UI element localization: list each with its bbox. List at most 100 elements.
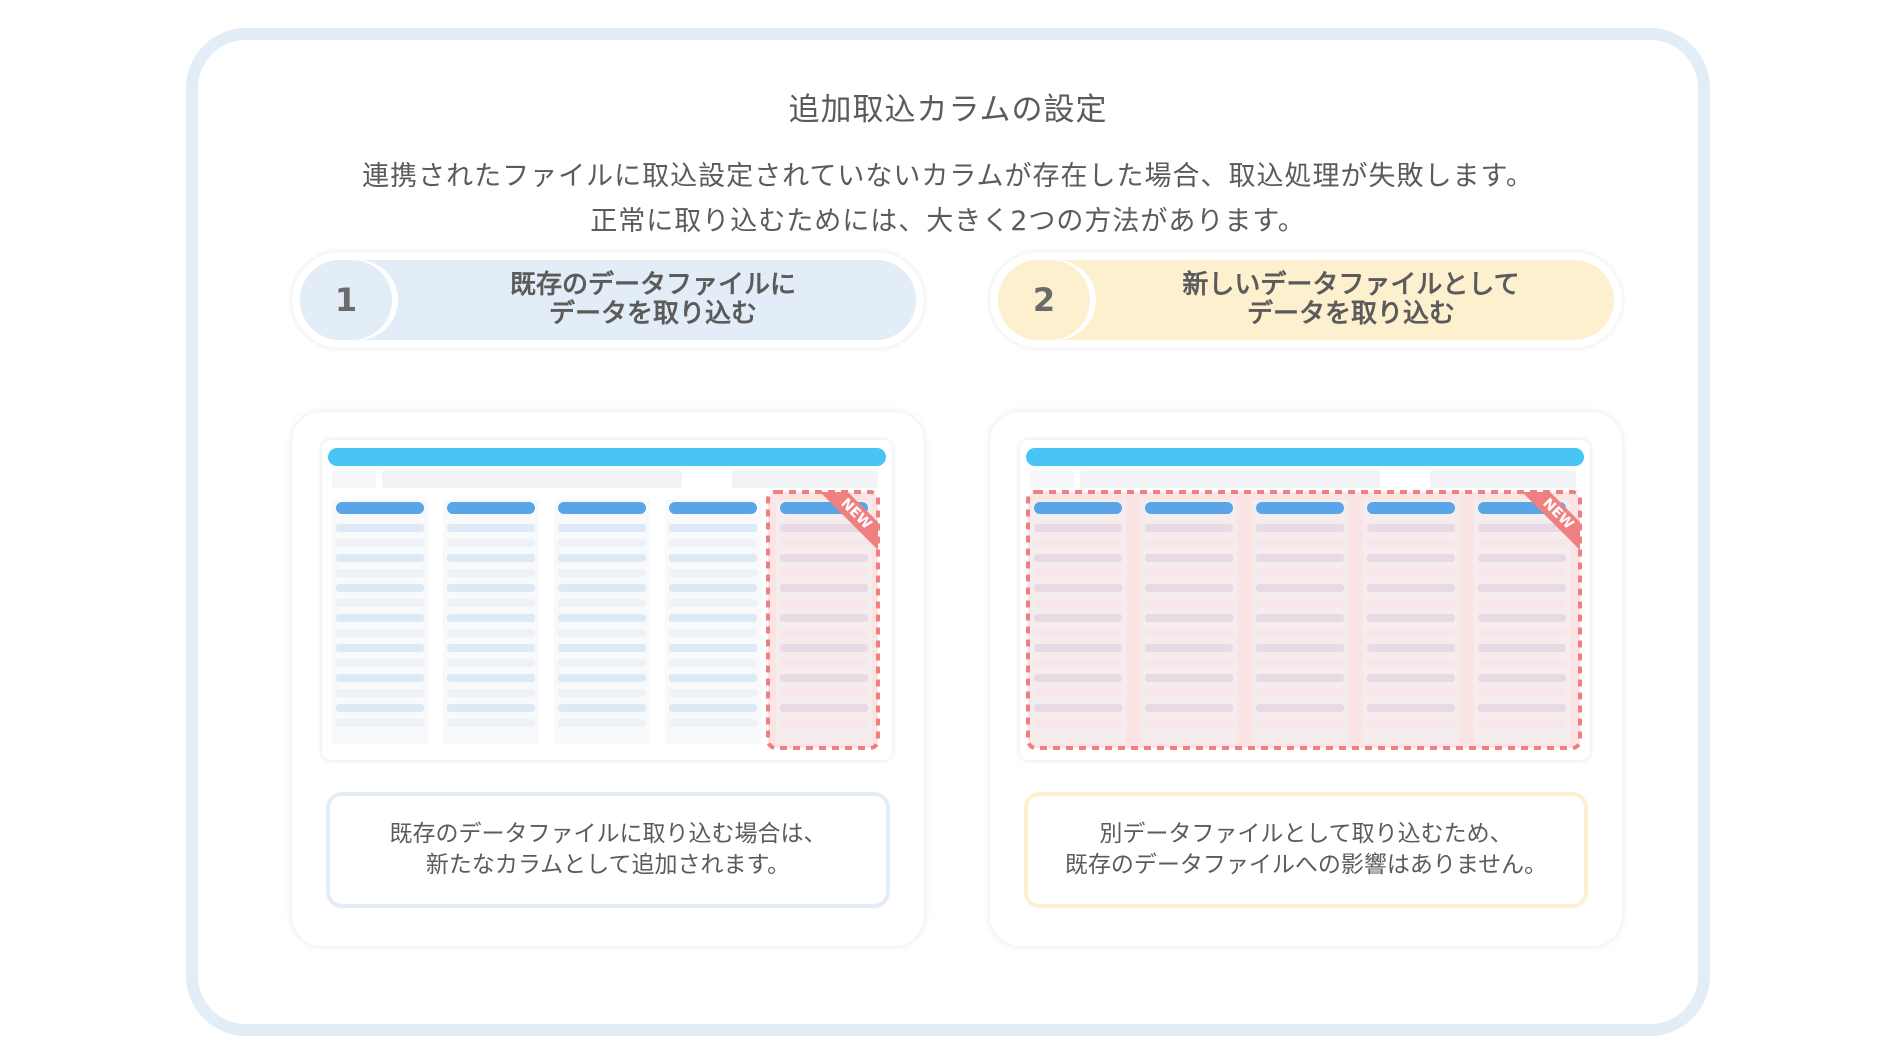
sheet-cell (1256, 659, 1344, 667)
sheet-cell (336, 569, 424, 577)
sheet-cell (336, 524, 424, 532)
option-1-spreadsheet-svg: NEW (328, 448, 886, 750)
sheet-cell (336, 644, 424, 652)
sheet-column-header (1256, 502, 1344, 514)
sheet-cell (336, 614, 424, 622)
sheet-cell (1145, 524, 1233, 532)
sheet-cell (1256, 719, 1344, 727)
sheet-cell (558, 674, 646, 682)
sheet-cell (1367, 689, 1455, 697)
sheet-cell (1256, 674, 1344, 682)
sheet-cell (1367, 659, 1455, 667)
sheet-cell (447, 524, 535, 532)
option-1-header: 1 既存のデータファイルに データを取り込む (292, 252, 924, 348)
sheet-cell (1478, 569, 1566, 577)
sheet-cell (1145, 689, 1233, 697)
sheet-cell (669, 719, 757, 727)
sheet-cell (1034, 524, 1122, 532)
sheet-cell (1034, 689, 1122, 697)
sheet-cell (1145, 629, 1233, 637)
sheet-cell (669, 629, 757, 637)
sheet-cell (447, 569, 535, 577)
sheet-cell (1256, 554, 1344, 562)
sheet-cell (447, 599, 535, 607)
sheet-cell (1478, 719, 1566, 727)
sheet-toolbar-block (382, 470, 682, 488)
sheet-cell (1367, 614, 1455, 622)
sheet-cell (780, 644, 868, 652)
option-2-header: 2 新しいデータファイルとして データを取り込む (990, 252, 1622, 348)
sheet-cell (1034, 584, 1122, 592)
sheet-cell (447, 629, 535, 637)
option-2-number: 2 (998, 260, 1090, 340)
sheet-cell (1256, 539, 1344, 547)
sheet-cell (780, 659, 868, 667)
sheet-cell (558, 554, 646, 562)
sheet-cell (1034, 614, 1122, 622)
option-1-note: 既存のデータファイルに取り込む場合は、 新たなカラムとして追加されます。 (326, 792, 890, 908)
sheet-cell (558, 659, 646, 667)
sheet-cell (1256, 569, 1344, 577)
description-line-2: 正常に取り込むためには、大きく2つの方法があります。 (590, 206, 1306, 237)
sheet-cell (1367, 584, 1455, 592)
description-line-1: 連携されたファイルに取込設定されていないカラムが存在した場合、取込処理が失敗しま… (362, 161, 1534, 192)
sheet-column-header (336, 502, 424, 514)
sheet-cell (780, 689, 868, 697)
sheet-cell (336, 554, 424, 562)
sheet-cell (1145, 719, 1233, 727)
sheet-cell (336, 599, 424, 607)
sheet-cell (1034, 554, 1122, 562)
option-1-spreadsheet-illustration: NEW (322, 440, 892, 760)
sheet-cell (558, 539, 646, 547)
sheet-cell (669, 539, 757, 547)
sheet-cell (558, 719, 646, 727)
sheet-cell (1145, 554, 1233, 562)
sheet-cell (1256, 584, 1344, 592)
option-2-spreadsheet-svg: NEW (1026, 448, 1584, 750)
sheet-cell (1367, 644, 1455, 652)
sheet-cell (447, 674, 535, 682)
sheet-cell (447, 704, 535, 712)
sheet-cell (1367, 719, 1455, 727)
sheet-cell (1367, 629, 1455, 637)
sheet-cell (1256, 689, 1344, 697)
sheet-cell (780, 674, 868, 682)
sheet-cell (1367, 599, 1455, 607)
sheet-cell (1367, 539, 1455, 547)
sheet-cell (1478, 584, 1566, 592)
sheet-cell (1145, 644, 1233, 652)
diagram-description: 連携されたファイルに取込設定されていないカラムが存在した場合、取込処理が失敗しま… (198, 154, 1698, 244)
sheet-cell (780, 614, 868, 622)
sheet-cell (558, 704, 646, 712)
option-2-header-bg: 2 新しいデータファイルとして データを取り込む (998, 260, 1614, 340)
sheet-cell (780, 539, 868, 547)
sheet-cell (1478, 614, 1566, 622)
sheet-cell (1145, 539, 1233, 547)
diagram-frame: 追加取込カラムの設定 連携されたファイルに取込設定されていないカラムが存在した場… (186, 28, 1710, 1036)
sheet-cell (447, 554, 535, 562)
sheet-cell (447, 719, 535, 727)
sheet-header-bar (1026, 448, 1584, 466)
sheet-cell (780, 569, 868, 577)
option-2-card: NEW 別データファイルとして取り込むため、 既存のデータファイルへの影響はあり… (990, 412, 1622, 946)
new-ribbon (1522, 492, 1580, 550)
option-2-label: 新しいデータファイルとして データを取り込む (1182, 270, 1520, 329)
sheet-cell (1034, 659, 1122, 667)
sheet-column-header (1367, 502, 1455, 514)
sheet-cell (1145, 674, 1233, 682)
sheet-column-header (447, 502, 535, 514)
sheet-cell (669, 689, 757, 697)
sheet-cell (669, 599, 757, 607)
sheet-cell (1034, 599, 1122, 607)
sheet-cell (780, 599, 868, 607)
sheet-cell (1367, 554, 1455, 562)
sheet-cell (1034, 539, 1122, 547)
sheet-cell (1478, 689, 1566, 697)
sheet-column-header (669, 502, 757, 514)
sheet-cell (1145, 704, 1233, 712)
sheet-cell (780, 524, 868, 532)
sheet-cell (669, 569, 757, 577)
sheet-cell (1478, 554, 1566, 562)
sheet-cell (780, 719, 868, 727)
sheet-cell (669, 704, 757, 712)
